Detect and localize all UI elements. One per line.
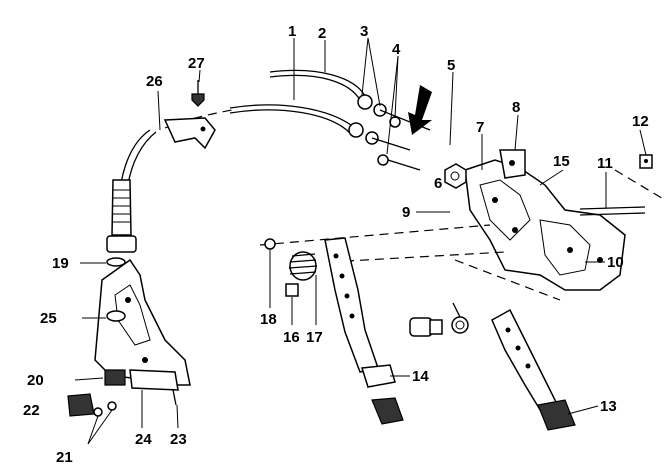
callout-3: 3	[360, 23, 368, 40]
callout-15: 15	[553, 153, 570, 170]
callout-9: 9	[402, 204, 410, 221]
callout-10: 10	[607, 254, 624, 271]
callout-20: 20	[27, 372, 44, 389]
callout-16: 16	[283, 329, 300, 346]
bushing-assembly	[409, 302, 469, 337]
callout-4: 4	[392, 41, 401, 58]
callout-19: 19	[52, 255, 69, 272]
spring-17	[288, 251, 318, 281]
callout-8: 8	[512, 99, 520, 116]
callout-13: 13	[600, 398, 617, 415]
lower-bracket	[94, 258, 191, 406]
guide-lines	[259, 169, 666, 301]
clutch-pedal-14	[324, 237, 404, 425]
clip-12	[639, 154, 653, 169]
callout-27: 27	[188, 55, 205, 72]
callout-12: 12	[632, 113, 649, 130]
callout-18: 18	[260, 311, 277, 328]
pointer-arrow-icon	[408, 85, 432, 135]
callout-5: 5	[447, 57, 455, 74]
clutch-cable-26	[106, 109, 233, 253]
callout-6: 6	[434, 175, 442, 192]
cable-end-hardware	[348, 85, 432, 171]
callout-22: 22	[23, 402, 40, 419]
pad-22	[67, 393, 95, 417]
callout-7: 7	[476, 119, 484, 136]
nut-6	[444, 163, 467, 189]
callout-23: 23	[170, 431, 187, 448]
clip-16	[285, 283, 299, 297]
callout-25: 25	[40, 310, 57, 327]
washer-25	[106, 310, 126, 322]
callout-14: 14	[412, 368, 429, 385]
fasteners-21	[93, 401, 117, 417]
bolt-27	[191, 80, 205, 107]
callout-1: 1	[288, 23, 296, 40]
callout-labels: 1 2 3 4 5 6 7 8 9 10 11 12 13 14 15 16 1…	[23, 23, 649, 466]
clip-18	[264, 238, 276, 250]
callout-24: 24	[135, 431, 152, 448]
brake-pedal-13	[491, 308, 576, 431]
callout-26: 26	[146, 73, 163, 90]
callout-21: 21	[56, 449, 73, 466]
callout-11: 11	[597, 155, 613, 172]
cables	[229, 69, 366, 134]
callout-2: 2	[318, 25, 326, 42]
cable-boot	[106, 179, 137, 253]
washer-19	[106, 257, 126, 267]
callout-17: 17	[306, 329, 323, 346]
pedal-bracket	[464, 149, 626, 291]
leader-lines	[74, 37, 647, 445]
shaft-11	[579, 206, 646, 216]
